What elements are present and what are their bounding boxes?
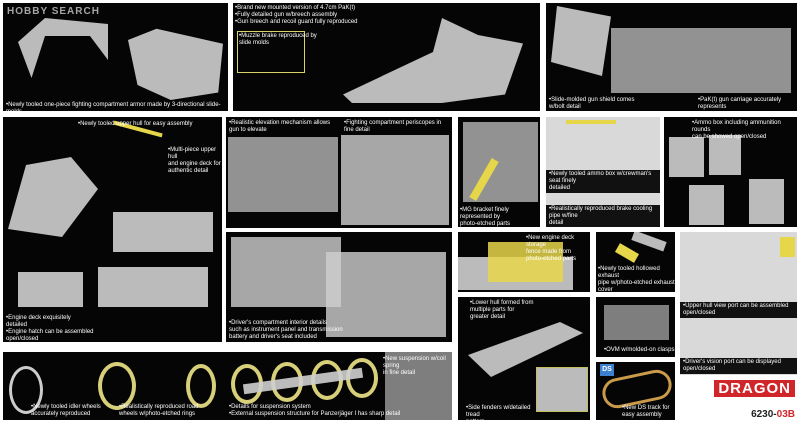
elevation-image — [228, 137, 338, 212]
caption: •Lower hull formed from multiple parts f… — [470, 300, 534, 320]
idler-wheel — [9, 366, 43, 414]
brand-name: DRAGON — [714, 380, 795, 397]
caption: •Driver's vision port can be displayed o… — [680, 358, 797, 374]
product-code: 6230-03B — [751, 409, 795, 420]
pe-part — [780, 237, 795, 257]
dragon-logo: DRAGON 6230-03B — [680, 380, 797, 420]
armor-part-image — [18, 18, 108, 78]
caption: •New engine deck storage fence made from… — [526, 235, 577, 262]
caption: •Newly tooled one-piece fighting compart… — [6, 102, 221, 111]
armor-part-image — [128, 28, 223, 100]
lower-hull-panel: •Lower hull formed from multiple parts f… — [458, 297, 590, 420]
ammo-box-image — [709, 135, 741, 175]
code-suffix: 03B — [776, 409, 795, 420]
exhaust-cover — [614, 243, 640, 263]
ammo-box-image — [749, 179, 784, 224]
coil-spring-image — [385, 352, 452, 420]
ds-badge: DS — [600, 364, 614, 376]
caption: •Side fenders w/detailed tread pattern — [466, 405, 531, 420]
caption: •OVM w/molded-on clasps — [604, 347, 675, 353]
caption: •Newly tooled idler wheels accurately re… — [31, 404, 101, 417]
mg-bracket-panel: •MG bracket finely represented by photo-… — [458, 117, 540, 227]
armor-panel: HOBBY SEARCH •Newly tooled one-piece fig… — [3, 3, 228, 111]
caption: •Driver's compartment interior details s… — [229, 320, 343, 340]
elevation-panel: •Realistic elevation mechanism allows gu… — [226, 117, 452, 228]
watermark: HOBBY SEARCH — [7, 6, 100, 17]
ammo-box-image — [689, 185, 724, 225]
caption: •Engine deck exquisitely detailed •Engin… — [6, 315, 94, 342]
caption: •Newly tooled hollowed exhaust pipe w/ph… — [598, 266, 675, 292]
ovm-image — [604, 305, 669, 340]
caption: •New DS track for easy assembly — [622, 405, 670, 418]
caption: •PaK(t) gun carriage accurately represen… — [698, 97, 782, 110]
deck-image — [98, 267, 208, 307]
ovm-panel: •OVM w/molded-on clasps — [596, 297, 675, 357]
transmission-image — [326, 252, 446, 337]
road-wheel — [98, 362, 136, 410]
driver-panel: •Driver's compartment interior details s… — [226, 232, 452, 342]
exhaust-pipe-image — [631, 232, 667, 252]
caption: •Realistically reproduced road wheels w/… — [119, 404, 199, 417]
road-wheel — [186, 364, 216, 408]
caption: •Brand new mounted version of 4.7cm PaK(… — [235, 5, 358, 25]
gun-shield-image — [551, 6, 611, 76]
code-main: 6230- — [751, 409, 777, 420]
suspension-beam — [242, 367, 364, 395]
hull-part-image — [8, 157, 98, 237]
ammo-seat-panel: •Newly tooled ammo box w/crewman's seat … — [546, 117, 660, 227]
muzzle-inset — [237, 31, 305, 73]
upper-hull-panel: •Newly tooled upper hull for easy assemb… — [3, 117, 222, 342]
pe-part — [566, 120, 616, 124]
engine-deck-image — [18, 272, 83, 307]
gun-image — [343, 18, 523, 103]
tread-detail-image — [536, 367, 588, 412]
deck-image — [113, 212, 213, 252]
hull-ports-panel: •Upper hull view port can be assembled o… — [680, 232, 797, 375]
caption: •Newly tooled ammo box w/crewman's seat … — [546, 170, 660, 193]
caption: •Muzzle brake reproduced by slide molds — [239, 33, 317, 46]
caption: •Ammo box including ammunition rounds ca… — [692, 120, 781, 140]
caption: •Multi-piece upper hull and engine deck … — [168, 147, 221, 174]
exhaust-panel: •Newly tooled hollowed exhaust pipe w/ph… — [596, 232, 675, 292]
fence-panel: •New engine deck storage fence made from… — [458, 232, 590, 292]
storage-fence — [488, 242, 563, 282]
gun-panel: •Brand new mounted version of 4.7cm PaK(… — [233, 3, 540, 111]
caption: •Realistic elevation mechanism allows gu… — [229, 120, 331, 133]
carriage-image — [611, 28, 791, 93]
caption: •Upper hull view port can be assembled o… — [680, 302, 797, 318]
caption: •Newly tooled upper hull for easy assemb… — [78, 121, 193, 127]
caption: •MG bracket finely represented by photo-… — [460, 207, 511, 227]
ammo-box-image — [669, 137, 704, 177]
caption: •Slide-molded gun shield comes w/bolt de… — [549, 97, 635, 110]
caption: •Realistically reproduced brake cooling … — [546, 205, 660, 227]
driver-compartment-image — [231, 237, 341, 307]
caption: •New suspension w/coil spring in fine de… — [383, 356, 446, 376]
suspension-panel: •Newly tooled idler wheels accurately re… — [3, 352, 452, 420]
periscope-image — [341, 135, 449, 225]
ammo-box-panel: •Ammo box including ammunition rounds ca… — [664, 117, 797, 227]
caption: •Fighting compartment periscopes in fine… — [344, 120, 442, 133]
gun-shield-panel: •Slide-molded gun shield comes w/bolt de… — [546, 3, 797, 111]
caption: •Details for suspension system •External… — [229, 404, 401, 417]
